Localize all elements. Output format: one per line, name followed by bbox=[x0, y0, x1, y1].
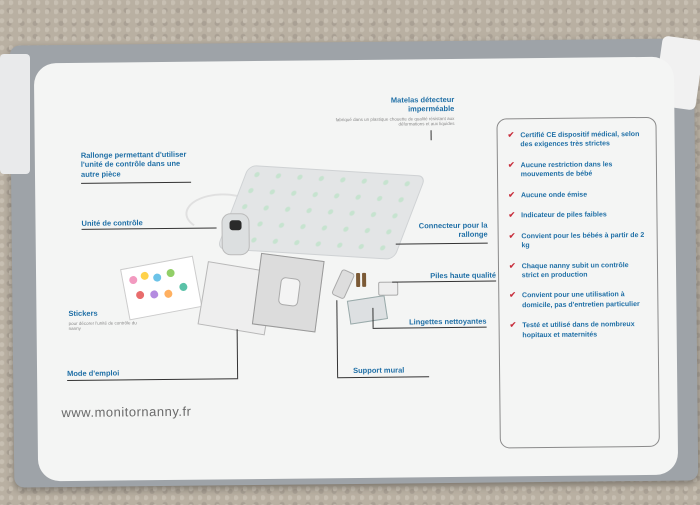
label-unite: Unité de contrôle bbox=[81, 218, 143, 228]
feature-checklist: ✔Certifié CE dispositif médical, selon d… bbox=[496, 116, 660, 449]
check-icon: ✔ bbox=[508, 230, 516, 241]
check-icon: ✔ bbox=[507, 160, 515, 170]
label-connecteur: Connecteur pour la rallonge bbox=[418, 220, 488, 240]
manual-cover-image bbox=[251, 252, 325, 333]
check-icon: ✔ bbox=[507, 130, 515, 140]
check-icon: ✔ bbox=[508, 190, 515, 200]
label-piles: Piles haute qualité bbox=[430, 270, 497, 281]
label-stickers: Stickers bbox=[68, 308, 98, 319]
feature-item: ✔Certifié CE dispositif médical, selon d… bbox=[507, 130, 640, 149]
website-url: www.monitornanny.fr bbox=[61, 403, 192, 421]
feature-item: ✔Convient pour les bébés à partir de 2 k… bbox=[508, 230, 645, 250]
label-support: Support mural bbox=[353, 365, 405, 376]
check-icon: ✔ bbox=[508, 260, 516, 270]
feature-item: ✔Indicateur de piles faibles bbox=[508, 210, 607, 220]
label-matelas: Matelas détecteur imperméable bbox=[390, 94, 455, 114]
product-info-panel: Matelas détecteur imperméable fabriqué d… bbox=[33, 56, 679, 482]
connector-image bbox=[378, 281, 399, 296]
feature-item: ✔Aucune onde émise bbox=[508, 190, 588, 200]
label-matelas-sub: fabriqué dans un plastique chouette de q… bbox=[335, 115, 455, 127]
label-lingettes: Lingettes nettoyantes bbox=[408, 316, 487, 327]
check-icon: ✔ bbox=[509, 320, 517, 330]
wall-support-image bbox=[330, 268, 356, 300]
control-unit-image bbox=[221, 213, 250, 256]
feature-item: ✔Convient pour une utilisation à domicil… bbox=[509, 290, 640, 310]
check-icon: ✔ bbox=[508, 210, 516, 220]
label-mode: Mode d'emploi bbox=[67, 368, 120, 379]
feature-item: ✔Aucune restriction dans les mouvements … bbox=[507, 160, 613, 179]
feature-item: ✔Chaque nanny subit un contrôle strict e… bbox=[508, 260, 629, 280]
feature-item: ✔Testé et utilisé dans de nombreux hopit… bbox=[509, 320, 635, 339]
check-icon: ✔ bbox=[509, 290, 517, 300]
label-stickers-sub: pour décorer l'unité de contrôle du nann… bbox=[68, 320, 137, 332]
label-rallonge: Rallonge permettant d'utiliser l'unité d… bbox=[80, 149, 187, 179]
box-flap-left bbox=[0, 54, 30, 174]
